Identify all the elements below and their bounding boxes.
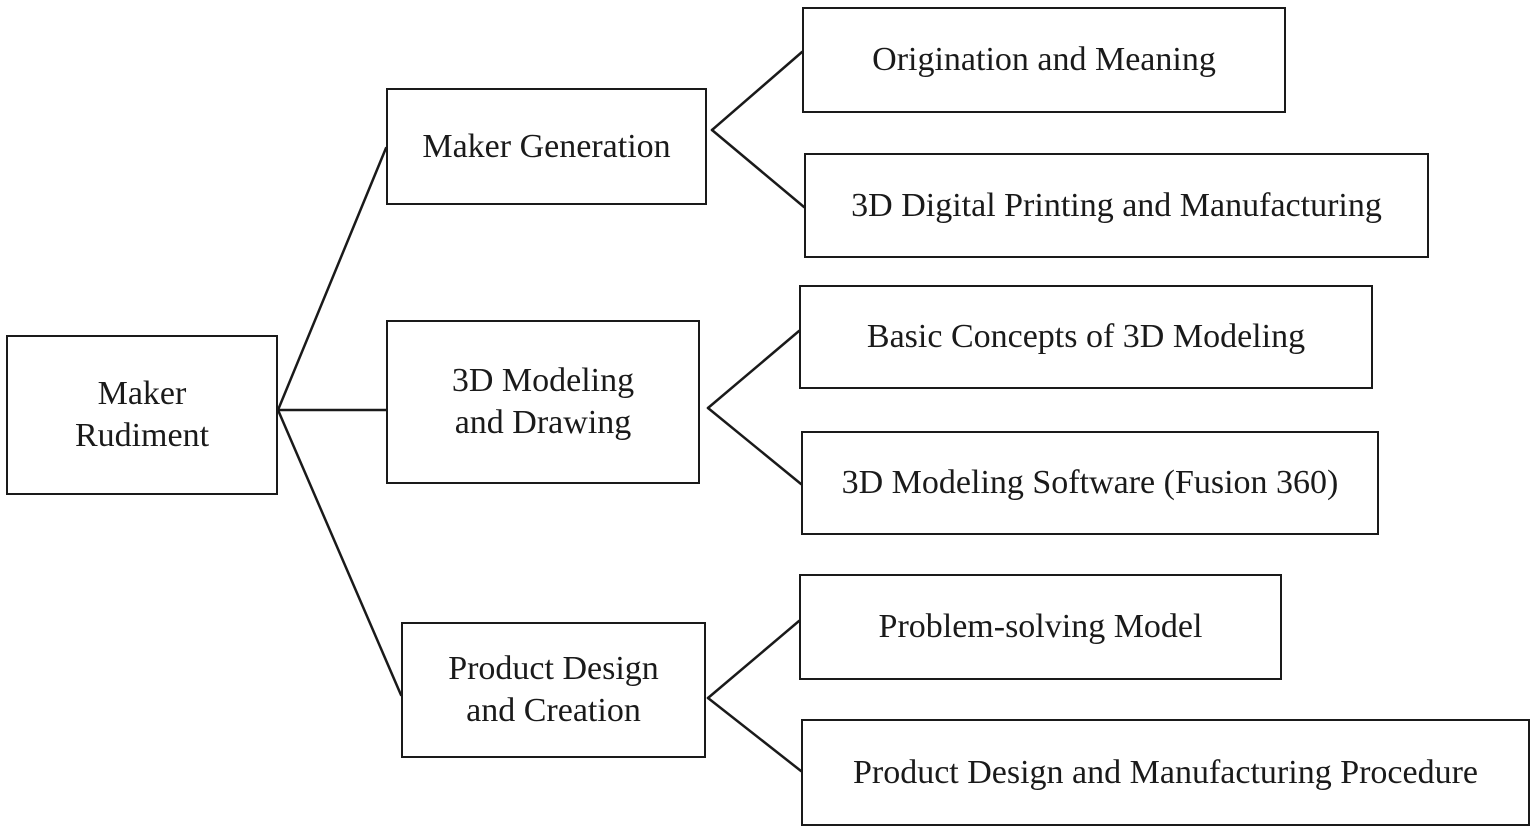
leaf-node-origination-and-meaning: Origination and Meaning xyxy=(802,7,1286,113)
leaf-node-3d-modeling-software: 3D Modeling Software (Fusion 360) xyxy=(801,431,1379,535)
connector-root-branch-3 xyxy=(276,408,403,697)
leaf-node-product-design-manufacturing-procedure: Product Design and Manufacturing Procedu… xyxy=(801,719,1530,826)
connector-branch-1-leaf-1 xyxy=(710,50,804,132)
root-node-label: Maker Rudiment xyxy=(74,375,210,454)
leaf-node-label: Basic Concepts of 3D Modeling xyxy=(866,318,1306,355)
leaf-node-basic-concepts-3d-modeling: Basic Concepts of 3D Modeling xyxy=(799,285,1373,389)
leaf-node-label: Product Design and Manufacturing Procedu… xyxy=(852,753,1479,791)
branch-node-label: Product Design and Creation xyxy=(448,650,659,729)
leaf-node-label: 3D Modeling Software (Fusion 360) xyxy=(841,464,1339,501)
leaf-node-label: Problem-solving Model xyxy=(878,608,1203,645)
connector-branch-2-leaf-4 xyxy=(706,406,803,486)
connector-branch-2-leaf-3 xyxy=(706,329,801,410)
connector-branch-3-leaf-6 xyxy=(706,696,803,773)
branch-node-label: Maker Generation xyxy=(422,127,671,165)
root-node-maker-rudiment: Maker Rudiment xyxy=(6,335,278,495)
connector-branch-3-leaf-5 xyxy=(706,619,801,700)
branch-node-maker-generation: Maker Generation xyxy=(386,88,707,205)
leaf-node-problem-solving-model: Problem-solving Model xyxy=(799,574,1282,680)
branch-node-label: 3D Modeling and Drawing xyxy=(451,362,635,441)
connector-branch-1-leaf-2 xyxy=(710,128,806,209)
leaf-node-3d-digital-printing: 3D Digital Printing and Manufacturing xyxy=(804,153,1429,258)
leaf-node-label: Origination and Meaning xyxy=(872,41,1216,78)
leaf-node-label: 3D Digital Printing and Manufacturing xyxy=(851,186,1382,224)
connector-root-branch-1 xyxy=(276,146,388,412)
branch-node-product-design-and-creation: Product Design and Creation xyxy=(401,622,706,758)
branch-node-3d-modeling-and-drawing: 3D Modeling and Drawing xyxy=(386,320,700,484)
